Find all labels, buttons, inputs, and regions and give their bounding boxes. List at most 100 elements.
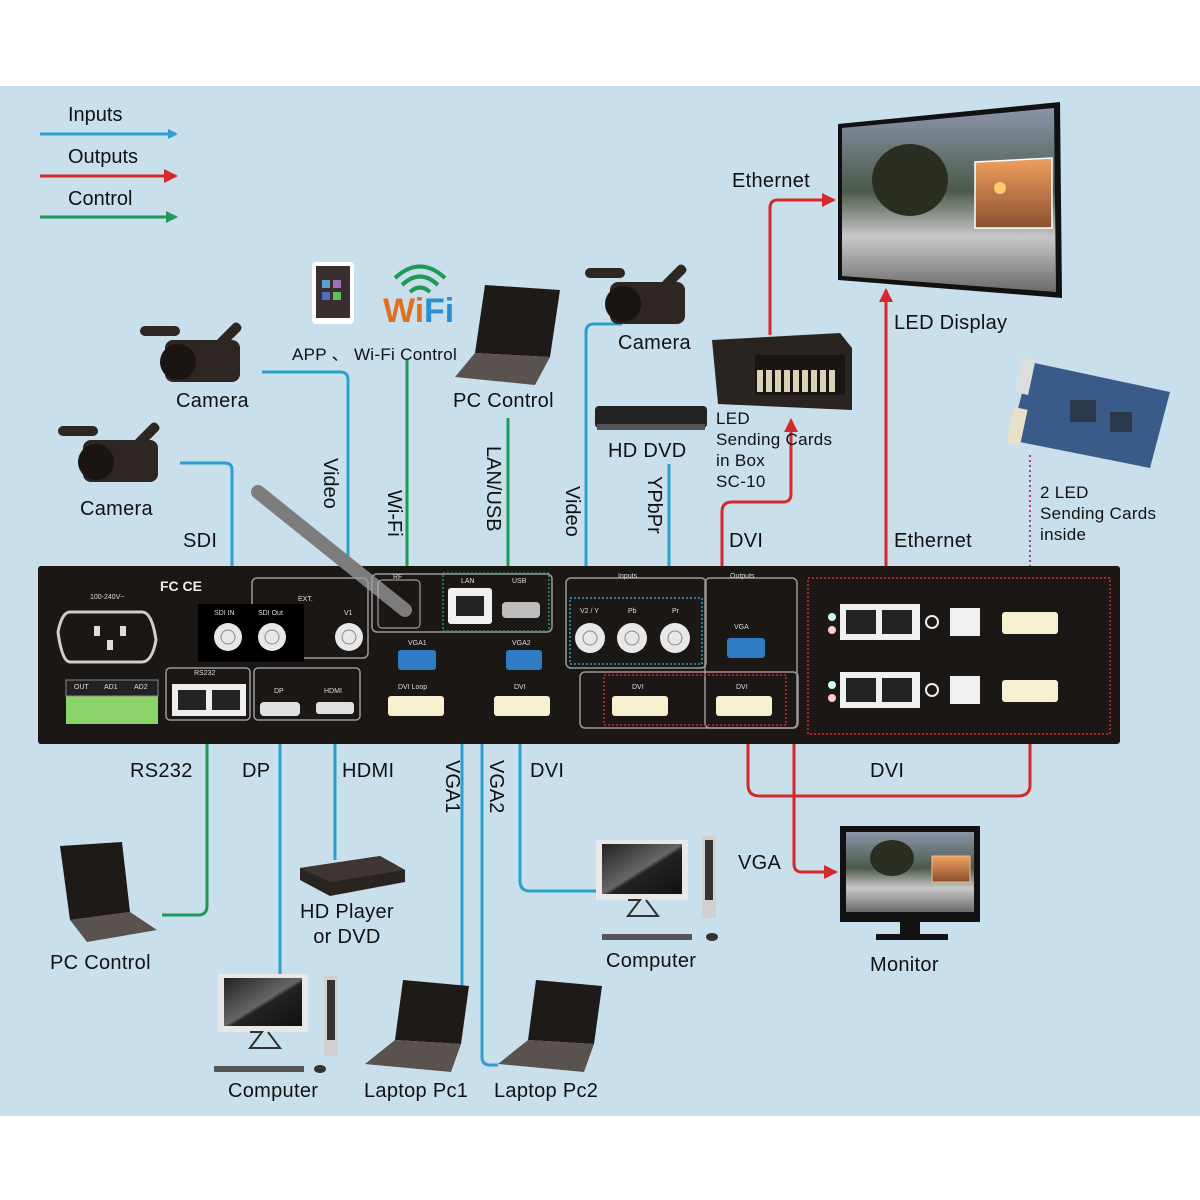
monitor-label: Monitor (870, 954, 939, 976)
panel-sdi-out-label: SDI Out (258, 610, 283, 617)
vga2-port (506, 650, 542, 670)
dvi-out-line (746, 722, 1037, 798)
bnc-pb (617, 623, 647, 653)
legend-control-label: Control (68, 188, 133, 210)
wifi-icon: Wi Fi (383, 264, 454, 330)
sending-card-2 (828, 672, 1058, 708)
video-right-label: Video (561, 486, 583, 537)
dvi-loop-port (388, 696, 444, 716)
panel-dvi-out2-label: DVI (736, 684, 748, 691)
computer-icon (596, 836, 718, 941)
rs232-label: RS232 (130, 760, 193, 782)
dvi-out-label: DVI (870, 760, 905, 782)
camera-icon (58, 422, 160, 482)
terminal-block (66, 696, 158, 724)
tablet-icon (312, 262, 354, 324)
ethernet-top-line (768, 193, 836, 335)
bnc-pr (660, 623, 690, 653)
panel-outputs-label: Outputs (730, 573, 755, 580)
video-left-line (262, 370, 353, 598)
led-sending-box-icon (712, 333, 852, 410)
dvi-out1-port (612, 696, 668, 716)
wifi-connection-label: Wi-Fi (383, 490, 405, 537)
hd-dvd-label: HD DVD (608, 440, 687, 462)
svg-text:Fi: Fi (424, 292, 454, 330)
panel-vga2-label: VGA2 (512, 640, 531, 647)
camera-icon (585, 264, 687, 324)
panel-vga-out-label: VGA (734, 624, 749, 631)
dp-label: DP (242, 760, 271, 782)
panel-dp-label: DP (274, 688, 284, 695)
panel-ad2-label: AD2 (134, 684, 148, 691)
vga2-label: VGA2 (485, 760, 507, 814)
panel-pr-label: Pr (672, 608, 679, 615)
hd-player-icon (300, 856, 405, 896)
hdmi-label: HDMI (342, 760, 395, 782)
led-display-label: LED Display (894, 312, 1008, 334)
laptop-icon (498, 980, 602, 1072)
panel-v2y-label: V2 / Y (580, 608, 599, 615)
sending-card-board-icon (1006, 356, 1170, 468)
vga-out-port (727, 638, 765, 658)
video-processor-panel (38, 485, 1120, 744)
panel-inputs-label: Inputs (618, 573, 638, 580)
dvi-out2-port (716, 696, 772, 716)
panel-hdmi-label: HDMI (324, 688, 342, 695)
antenna (251, 485, 412, 617)
dvd-player-icon (595, 406, 707, 430)
legend-inputs-label: Inputs (68, 104, 123, 126)
sending-card-1 (828, 604, 1058, 640)
dvi-in-line (515, 720, 598, 893)
panel-v1-label: V1 (344, 610, 353, 617)
app-wifi-control-label: APP 、 Wi-Fi Control (292, 345, 458, 364)
panel-out-label: OUT (74, 684, 89, 691)
panel-rs232-label: RS232 (194, 670, 216, 677)
video-right-line (581, 322, 622, 598)
bnc-sdi-out (258, 623, 286, 651)
panel-ext-label: EXT. (298, 596, 313, 603)
pc-control-top-label: PC Control (453, 390, 554, 412)
led-display-icon (838, 102, 1062, 298)
panel-pb-label: Pb (628, 608, 637, 615)
panel-sdi-in-label: SDI IN (214, 610, 235, 617)
dvi-top-label: DVI (729, 530, 764, 552)
dp-port (260, 702, 300, 716)
vga1-label: VGA1 (441, 760, 463, 814)
vga1-port (398, 650, 436, 670)
hdmi-port (316, 702, 354, 714)
vga-out-label: VGA (738, 852, 782, 874)
sending-cards-label: 2 LED Sending Cards inside (1040, 483, 1157, 544)
laptop-icon (365, 980, 469, 1072)
panel-usb-label: USB (512, 578, 527, 585)
camera-icon (140, 322, 242, 382)
sdi-line (180, 461, 237, 598)
panel-ad1-label: AD1 (104, 684, 118, 691)
panel-vga1-label: VGA1 (408, 640, 427, 647)
rs232-line (162, 720, 213, 917)
dvi-to-ledbox-line (720, 418, 798, 685)
laptop-icon (455, 285, 560, 385)
panel-dvi-loop-label: DVI Loop (398, 684, 428, 691)
power-socket (56, 610, 158, 664)
panel-lan-label: LAN (461, 578, 475, 585)
dvi-in-port (494, 696, 550, 716)
ypbpr-label: YPbPr (643, 476, 665, 534)
camera-top-label: Camera (176, 390, 249, 412)
ethernet-top-label: Ethernet (732, 170, 811, 192)
camera-left-label: Camera (80, 498, 153, 520)
laptop-pc2-label: Laptop Pc2 (494, 1080, 599, 1102)
computer-right-label: Computer (606, 950, 697, 972)
monitor-icon (840, 826, 980, 940)
bnc-v1 (335, 623, 363, 651)
panel-dvi-in-label: DVI (514, 684, 526, 691)
wifi-logo-text: Wi (383, 292, 424, 330)
panel-dvi-out1-label: DVI (632, 684, 644, 691)
camera-right-label: Camera (618, 332, 691, 354)
led-sending-box-label: LED Sending Cards in Box SC-10 (716, 409, 833, 491)
bnc-sdi-in (214, 623, 242, 651)
video-left-label: Video (319, 458, 341, 509)
computer-icon (214, 974, 338, 1073)
lan-usb-label: LAN/USB (482, 446, 504, 532)
sdi-label: SDI (183, 530, 218, 552)
